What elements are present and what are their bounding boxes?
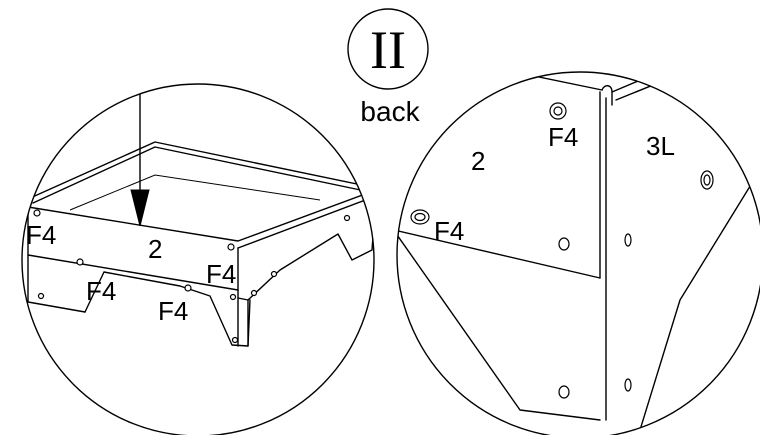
bolt-3l-inner — [703, 174, 711, 186]
left-part-label: 2 — [148, 234, 162, 264]
front-panel-fold — [27, 254, 239, 291]
panel-3l-top-edge — [611, 72, 701, 93]
hole — [76, 258, 84, 266]
side-panel-outline — [247, 195, 374, 301]
corner-fold — [601, 85, 613, 106]
fastener-label: F4 — [158, 296, 188, 326]
fastener-label: F4 — [86, 276, 116, 306]
bracket-lower-edge — [397, 231, 601, 421]
left-tray-drawing — [27, 84, 374, 347]
hole — [624, 378, 632, 392]
right-part-label-2: 2 — [471, 146, 485, 176]
fastener-label: F4 — [206, 259, 236, 289]
hole — [231, 336, 239, 344]
tray-back-rim-inner — [32, 146, 371, 204]
hole — [227, 243, 235, 251]
front-panel-left-edge — [27, 206, 86, 313]
side-panel-corner — [247, 299, 251, 347]
hole — [270, 270, 278, 278]
panel-2-top-edge — [504, 72, 603, 91]
fastener-label: F4 — [548, 122, 578, 152]
right-detail-circle — [396, 71, 760, 435]
hole — [558, 237, 570, 251]
bolt-f4-inner — [553, 106, 563, 116]
left-detail-view: 2 F4 F4 F4 F4 — [21, 83, 375, 435]
fastener-label: F4 — [434, 216, 464, 246]
hole — [558, 385, 570, 399]
step-badge: II — [347, 8, 429, 90]
tray-back-rim — [27, 141, 374, 200]
bolt-f4-inner — [414, 212, 426, 222]
panel-3l-top-edge-inner — [615, 72, 706, 101]
right-detail-view: 2 3L F4 F4 — [396, 71, 760, 435]
right-part-label-3l: 3L — [646, 131, 675, 161]
insert-arrow-head — [130, 189, 150, 227]
hole — [33, 209, 41, 217]
hole — [37, 292, 45, 300]
step-badge-circle — [347, 8, 429, 90]
fastener-label: F4 — [26, 220, 56, 250]
step-roman-numeral: II — [370, 20, 406, 80]
tray-front-top — [27, 189, 374, 249]
panel-2-bottom-edge — [397, 229, 601, 279]
view-label: back — [360, 96, 420, 127]
hole — [343, 214, 351, 222]
left-detail-circle — [21, 83, 375, 435]
hole — [250, 289, 258, 297]
hole — [229, 293, 237, 301]
hole — [184, 284, 192, 292]
hole — [624, 233, 632, 247]
tray-inner-floor — [69, 174, 321, 211]
panel-3l-leg — [639, 169, 760, 431]
